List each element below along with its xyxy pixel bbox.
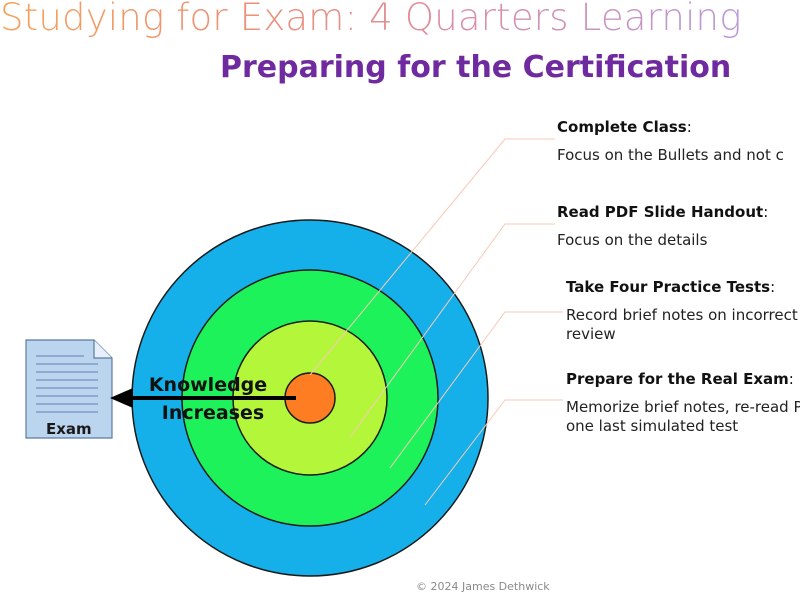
document-icon bbox=[25, 339, 113, 439]
arrow-label-line2: Increases bbox=[162, 402, 264, 424]
arrow-label-line1: Knowledge bbox=[149, 374, 267, 396]
step-description: Focus on the Bullets and not c bbox=[557, 146, 784, 164]
step-complete-class: Complete Class: Focus on the Bullets and… bbox=[557, 118, 784, 165]
page-title: Studying for Exam: 4 Quarters Learning bbox=[0, 0, 742, 39]
step-heading: Complete Class: bbox=[557, 118, 692, 136]
step-heading: Read PDF Slide Handout: bbox=[557, 203, 769, 221]
step-description: Focus on the details bbox=[557, 231, 708, 249]
copyright-footer: © 2024 James Dethwick bbox=[416, 580, 550, 593]
leader-line-2 bbox=[349, 223, 555, 438]
page-subtitle: Preparing for the Certification bbox=[220, 50, 732, 85]
leader-line-1 bbox=[309, 138, 555, 376]
step-heading: Prepare for the Real Exam: bbox=[566, 370, 794, 388]
leader-line-3 bbox=[389, 311, 563, 469]
leader-lines bbox=[309, 138, 563, 506]
step-heading: Take Four Practice Tests: bbox=[566, 278, 776, 296]
step-read-pdf: Read PDF Slide Handout: Focus on the det… bbox=[557, 203, 768, 250]
step-practice-tests: Take Four Practice Tests: Record brief n… bbox=[566, 278, 798, 344]
step-real-exam: Prepare for the Real Exam: Memorize brie… bbox=[566, 370, 800, 436]
step-description: Record brief notes on incorrect review bbox=[566, 306, 798, 343]
leader-line-4 bbox=[424, 399, 563, 506]
step-description: Memorize brief notes, re-read P one last… bbox=[566, 398, 800, 435]
document-label: Exam bbox=[46, 420, 92, 438]
arrow-head bbox=[110, 388, 133, 408]
